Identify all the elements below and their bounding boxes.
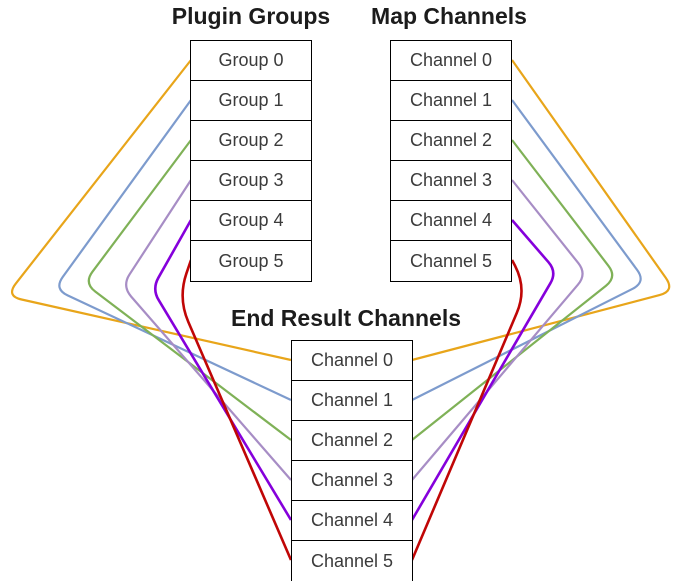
table-row: Channel 5 — [409, 250, 493, 271]
connector-left-1 — [58, 99, 292, 401]
table-row: Channel 5 — [310, 550, 394, 571]
connector-left-2 — [87, 139, 292, 441]
table-row: Channel 3 — [292, 461, 412, 501]
table-row: Group 0 — [191, 41, 311, 81]
table-row: Group 1 — [191, 81, 311, 121]
table-row: Channel 1 — [292, 381, 412, 421]
table-row: Group 5 — [218, 250, 284, 271]
table-row: Group 3 — [191, 161, 311, 201]
table-row: Channel 0 — [292, 341, 412, 381]
connector-right-3 — [411, 179, 584, 481]
connector-right-4 — [410, 219, 555, 521]
connector-right-2 — [411, 139, 614, 441]
connector-right-5 — [410, 259, 523, 561]
table-row: Channel 2 — [292, 421, 412, 461]
table-row: Channel 4 — [391, 201, 511, 241]
connector-left-5 — [181, 259, 293, 561]
table-row: Group 4 — [191, 201, 311, 241]
table-row: Channel 3 — [391, 161, 511, 201]
end-result-channels-title: End Result Channels — [230, 305, 462, 331]
connector-right-0 — [411, 59, 671, 362]
connector-left-3 — [125, 179, 292, 481]
table-row: Channel 4 — [292, 501, 412, 541]
connector-right-1 — [411, 99, 642, 401]
map-channels-title: Map Channels — [371, 3, 527, 29]
table-row: Channel 2 — [391, 121, 511, 161]
table-row: Channel 0 — [391, 41, 511, 81]
connector-left-0 — [10, 59, 292, 362]
connector-left-4 — [153, 219, 293, 521]
table-row: Channel 1 — [391, 81, 511, 121]
plugin-groups-title: Plugin Groups — [171, 3, 331, 29]
table-row: Group 2 — [191, 121, 311, 161]
